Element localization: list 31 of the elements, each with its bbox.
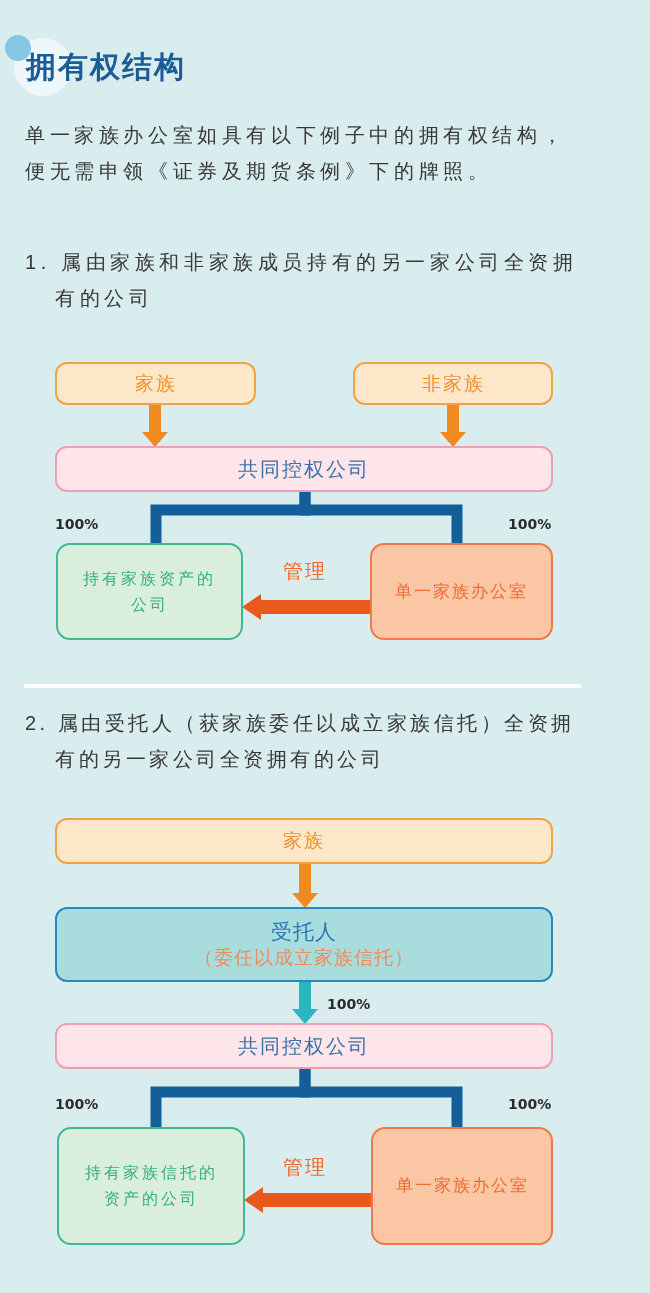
entity-box: 共同控权公司 (55, 1023, 553, 1069)
arrow (440, 405, 466, 447)
arrow (292, 864, 318, 908)
entity-box: 单一家族办公室 (371, 1127, 553, 1245)
entity-box: 持有家族资产的公司 (56, 543, 243, 640)
connector-line (299, 1069, 463, 1127)
intro-paragraph: 单一家族办公室如具有以下例子中的拥有权结构，便无需申领《证券及期货条例》下的牌照。 (25, 123, 568, 184)
arrow (142, 405, 168, 447)
entity-box: 家族 (55, 818, 553, 864)
entity-box: 家族 (55, 362, 256, 405)
arrow (244, 1187, 371, 1213)
entity-box: 持有家族信托的资产的公司 (57, 1127, 245, 1245)
section-heading: 1. 属由家族和非家族成员持有的另一家公司全资拥有的公司 (25, 250, 579, 311)
edge-label: 100% (508, 1096, 552, 1112)
edge-label: 管理 (283, 559, 327, 584)
edge-label: 管理 (283, 1155, 327, 1180)
arrow (242, 594, 370, 620)
entity-box: 共同控权公司 (55, 446, 553, 492)
edge-label: 100% (508, 516, 552, 532)
edge-label: 100% (327, 996, 371, 1012)
edge-label: 100% (55, 516, 99, 532)
connector-line (299, 492, 463, 543)
edge-label: 100% (55, 1096, 99, 1112)
entity-note: （委任以成立家族信托） (194, 945, 414, 970)
entity-box: 单一家族办公室 (370, 543, 553, 640)
entity-box: 非家族 (353, 362, 553, 405)
title-heading: 拥有权结构 (26, 49, 186, 85)
entity-box (55, 907, 553, 982)
entity-name: 受托人 (271, 918, 337, 945)
arrow (292, 982, 318, 1024)
section-heading: 2. 属由受托人（获家族委任以成立家族信托）全资拥有的另一家公司全资拥有的公司 (25, 711, 576, 772)
